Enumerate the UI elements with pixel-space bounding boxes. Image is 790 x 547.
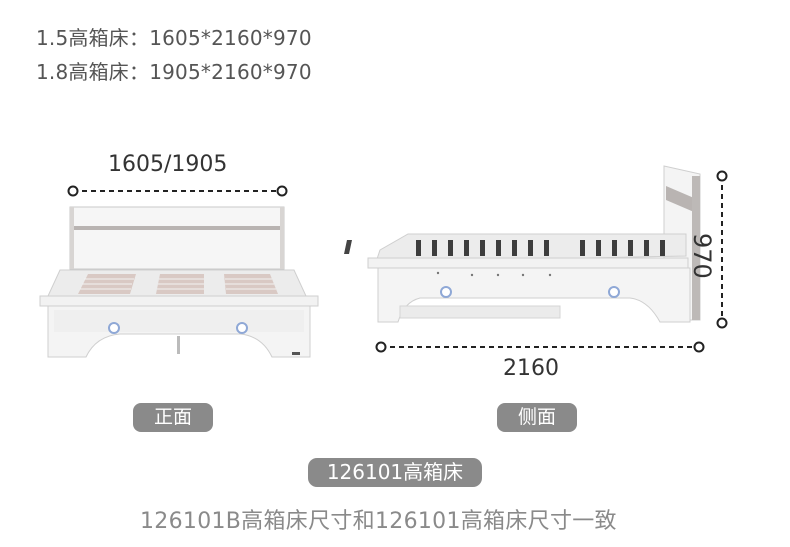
side-length-dimension-line <box>375 341 705 353</box>
front-view-label: 正面 <box>133 403 213 432</box>
front-width-dimension-line <box>67 185 288 197</box>
side-length-label: 2160 <box>503 356 559 381</box>
bed-front-view <box>39 206 319 358</box>
model-label: 126101高箱床 <box>308 458 482 487</box>
spec-line-1-8: 1.8高箱床：1905*2160*970 <box>36 60 312 84</box>
side-height-dimension-line <box>716 170 728 329</box>
bed-side-view <box>344 165 701 323</box>
spec-line-1-5: 1.5高箱床：1605*2160*970 <box>36 26 312 50</box>
size-note: 126101B高箱床尺寸和126101高箱床尺寸一致 <box>140 509 617 534</box>
front-width-label: 1605/1905 <box>108 152 228 177</box>
side-view-label: 侧面 <box>497 403 577 432</box>
side-height-label: 970 <box>688 233 716 279</box>
side-slat-marks <box>416 240 665 256</box>
